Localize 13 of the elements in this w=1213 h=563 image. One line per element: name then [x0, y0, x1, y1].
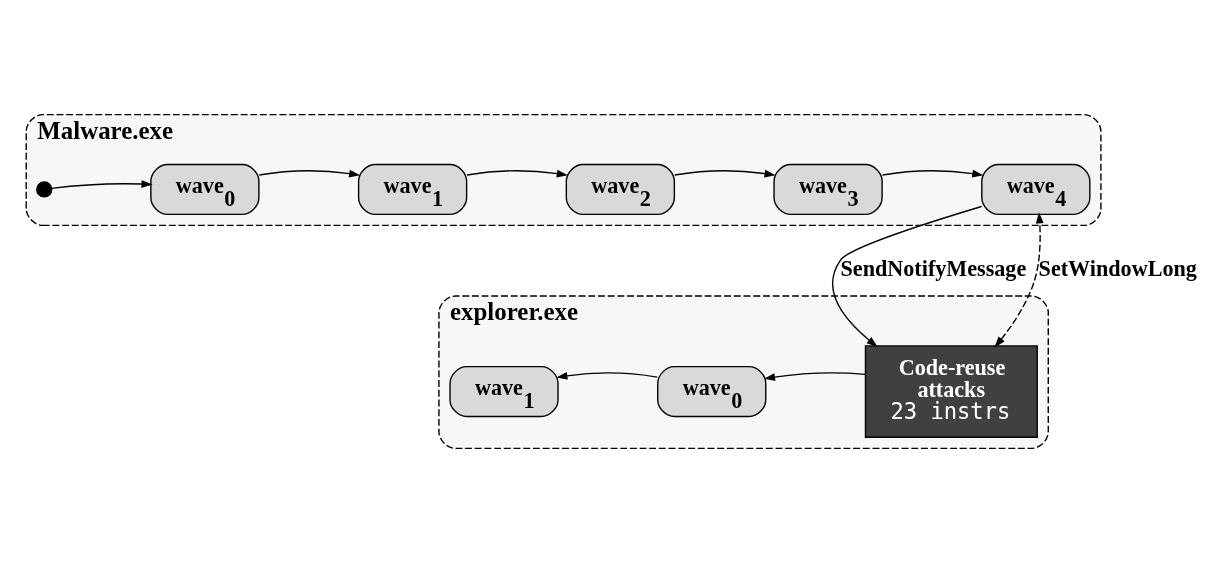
arrow — [258, 169, 361, 178]
arrow — [881, 169, 984, 178]
arrow — [832, 205, 983, 348]
edge-label: SendNotifyMessage — [840, 256, 1027, 282]
edge-label: SetWindowLong — [1038, 256, 1197, 282]
arrow — [674, 169, 776, 178]
arrow — [556, 371, 658, 380]
arrow — [994, 212, 1044, 348]
arrow — [466, 169, 568, 178]
arrow — [51, 180, 153, 190]
node-box: Code-reuse attacks 23 instrs — [864, 345, 1038, 438]
node-circle — [36, 181, 53, 198]
arrow — [763, 372, 866, 381]
